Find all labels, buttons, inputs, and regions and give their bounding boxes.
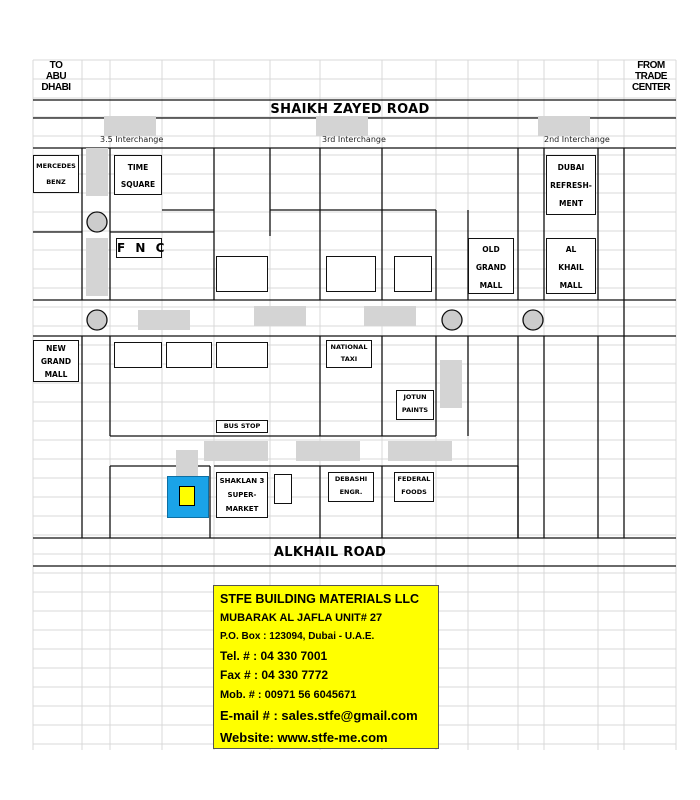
interchange-2nd-label: 2nd Interchange [544,135,610,144]
location-pin-icon [179,486,195,506]
arrow-right-icon [138,310,190,330]
company-name: STFE BUILDING MATERIALS LLC [220,592,420,606]
roundabout-icon [86,211,108,233]
company-pobox: P.O. Box : 123094, Dubai - U.A.E. [220,631,375,642]
building-block [216,342,268,368]
company-unit: MUBARAK AL JAFLA UNIT# 27 [220,612,383,624]
company-contact-card: STFE BUILDING MATERIALS LLC MUBARAK AL J… [213,585,439,749]
building-block [216,256,268,292]
company-email[interactable]: E-mail # : sales.stfe@gmail.com [220,708,418,723]
building-block [114,342,162,368]
building-block [274,474,292,504]
shaikh-zayed-road-label: SHAIKH ZAYED ROAD [270,102,430,117]
interchange-3rd-label: 3rd Interchange [322,135,386,144]
roundabout-icon [86,309,108,331]
alkhail-road-label: ALKHAIL ROAD [273,545,387,560]
company-fax: Fax # : 04 330 7772 [220,668,329,682]
arrow-down-icon [86,238,108,296]
arrow-left-icon [104,116,156,136]
arrow-left-icon [204,441,268,461]
location-marker [167,476,209,518]
arrow-down-icon [176,450,198,478]
arrow-down-icon [440,360,462,408]
arrow-left-icon [316,116,368,136]
company-website[interactable]: Website: www.stfe-me.com [220,730,388,745]
building-block [394,256,432,292]
roundabout-icon [522,309,544,331]
roundabout-icon [441,309,463,331]
arrow-left-icon [388,441,452,461]
company-tel: Tel. # : 04 330 7001 [220,649,328,663]
arrow-left-icon [296,441,360,461]
building-block [326,256,376,292]
arrow-left-icon [538,116,590,136]
building-block [166,342,212,368]
arrow-right-icon [254,306,306,326]
arrow-down-icon [86,148,108,196]
bus-stop-box: BUS STOP [216,420,268,433]
company-mob: Mob. # : 00971 56 6045671 [220,689,357,701]
arrow-right-icon [364,306,416,326]
fnc-box: F N C [116,238,164,258]
interchange-3-5-label: 3.5 Interchange [100,135,164,144]
